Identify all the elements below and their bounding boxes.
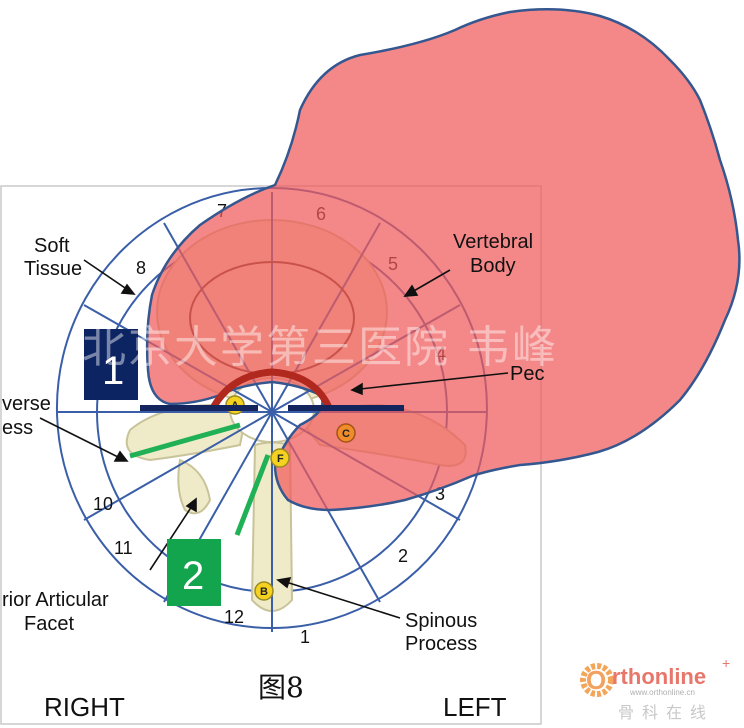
marker-2-label: 2 xyxy=(182,554,204,598)
vertebral-body-overlay xyxy=(145,8,741,512)
marker-2-box: 2 xyxy=(167,539,221,606)
marker-1-box: 1 xyxy=(84,329,138,400)
label-pedicle: Pec xyxy=(510,363,544,385)
zone-2: 2 xyxy=(398,546,408,566)
label-vertebral-body-line1: Vertebral xyxy=(453,231,533,253)
label-spinous-process-line2: Process xyxy=(405,633,477,655)
watermark: 北京大学第三医院 韦峰 xyxy=(82,322,558,373)
zone-3: 3 xyxy=(435,484,445,504)
label-inferior-facet-line1: rior Articular xyxy=(2,589,109,611)
annotation-arrows xyxy=(39,259,509,619)
logo-url: www.orthonline.cn xyxy=(629,688,695,697)
zone-10: 10 xyxy=(93,494,113,514)
zone-8: 8 xyxy=(136,258,146,278)
logo-sun-icon xyxy=(580,663,614,697)
landmark-c xyxy=(336,423,356,443)
label-soft-tissue-line2: Tissue xyxy=(24,258,82,280)
logo-letter: O xyxy=(586,665,606,695)
canal-ring xyxy=(208,368,334,412)
zone-11: 11 xyxy=(114,538,133,558)
label-left: LEFT xyxy=(443,692,507,722)
anatomy-labels: Soft Tissue Vertebral Body Pec verse ess… xyxy=(2,231,544,722)
landmark-b xyxy=(254,581,274,601)
logo-plus-icon: + xyxy=(722,655,730,671)
marker-1-label: 1 xyxy=(102,349,124,393)
landmark-f-label: F xyxy=(277,453,284,465)
label-soft-tissue-line1: Soft xyxy=(34,235,70,257)
label-transverse-process-line2: ess xyxy=(2,417,33,439)
zone-12: 12 xyxy=(224,607,244,627)
label-transverse-process-line1: verse xyxy=(2,393,51,415)
figure-caption: 图8 xyxy=(258,671,304,704)
label-right: RIGHT xyxy=(44,692,125,722)
landmark-c-label: C xyxy=(342,428,350,440)
logo-chinese: 骨科在线 xyxy=(618,703,714,722)
logo-brand: rthonline xyxy=(612,664,706,689)
orthonline-logo: O rthonline + www.orthonline.cn 骨科在线 xyxy=(580,655,730,722)
label-vertebral-body-line2: Body xyxy=(470,255,516,277)
zone-1: 1 xyxy=(300,627,310,647)
landmark-f xyxy=(270,448,290,468)
marker-2-lines xyxy=(129,422,271,536)
label-spinous-process-line1: Spinous xyxy=(405,610,477,632)
landmark-b-label: B xyxy=(260,586,268,598)
figure-caption-box: 图8 xyxy=(252,660,316,710)
label-inferior-facet-line2: Facet xyxy=(24,613,74,635)
